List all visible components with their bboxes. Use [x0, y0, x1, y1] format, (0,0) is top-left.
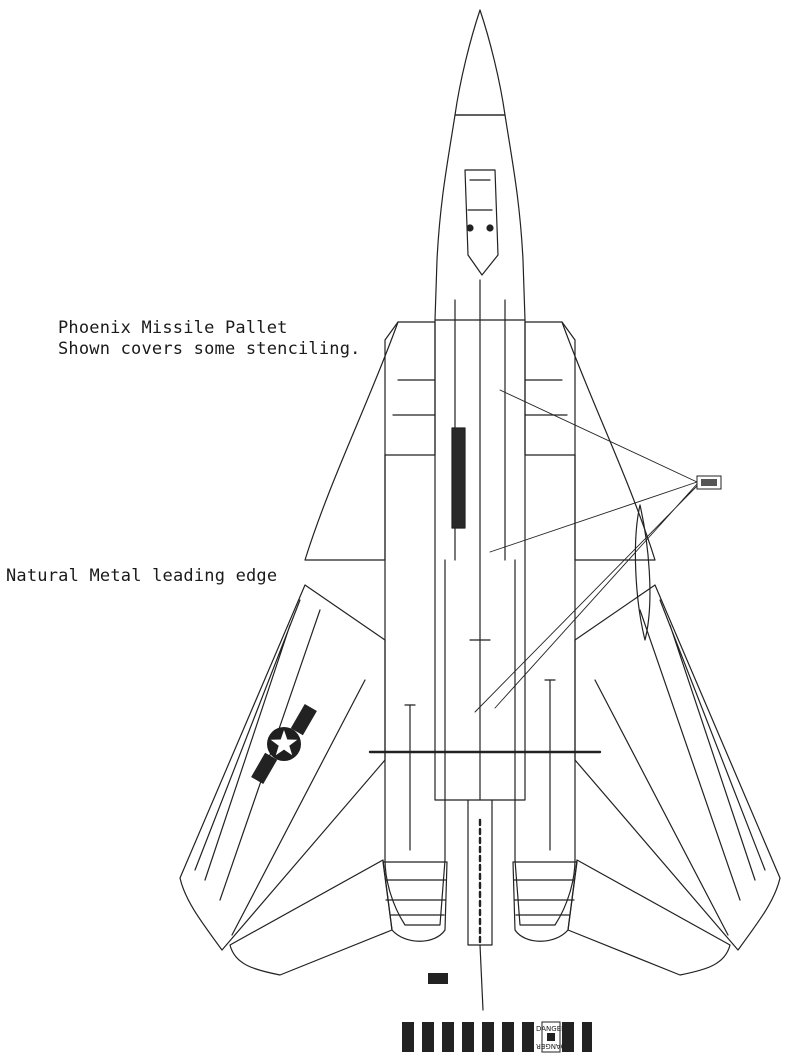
left-wing-glove [304, 321, 399, 561]
walkway-stencil-strip [402, 1022, 592, 1052]
cockpit-canopy [464, 169, 499, 276]
right-intake [524, 321, 576, 456]
danger-stencil-bottom: DANGER [536, 1042, 566, 1050]
left-intake [384, 321, 436, 456]
left-nacelle [384, 454, 446, 926]
right-wing-glove [561, 321, 656, 561]
nose-radome [454, 9, 506, 116]
right-nacelle [514, 454, 576, 926]
pallet-annotation-line1: Phoenix Missile Pallet [58, 318, 288, 338]
left-stabilator [229, 859, 393, 976]
pallet-annotation-line2: Shown covers some stenciling. [58, 339, 361, 359]
left-exhaust [382, 861, 448, 942]
pallet-annotation: Phoenix Missile Pallet Shown covers some… [58, 318, 361, 360]
danger-stencil-top: DANGER [536, 1025, 566, 1033]
right-stabilator [567, 859, 731, 976]
us-roundel-icon [251, 704, 317, 784]
leading-edge-annotation: Natural Metal leading edge [6, 566, 278, 586]
stencil-callout [696, 475, 722, 490]
callout-leaders [474, 389, 698, 713]
left-wing [179, 584, 386, 951]
phoenix-pallet [451, 427, 466, 529]
right-wing [574, 584, 781, 951]
